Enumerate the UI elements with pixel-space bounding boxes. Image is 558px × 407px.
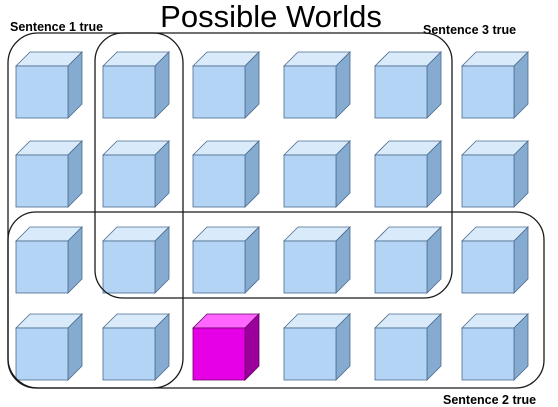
sentence-3-region [94,32,453,299]
world-cube [192,51,260,119]
world-cube [374,226,442,294]
world-cube [374,313,442,381]
highlighted-world-cube [192,313,260,381]
world-cube [374,51,442,119]
world-cube [15,51,83,119]
sentence-2-label: Sentence 2 true [443,393,536,407]
cube-front-face [102,240,156,294]
cube-front-face [461,65,515,119]
world-cube [15,226,83,294]
cube-front-face [461,154,515,208]
sentence-3-label: Sentence 3 true [423,23,516,37]
sentence-2-region [7,211,545,389]
cube-front-face [374,65,428,119]
cube-front-face [461,240,515,294]
cube-front-face [102,154,156,208]
world-cubes [15,51,529,381]
cube-front-face [283,65,337,119]
world-cube [283,140,351,208]
cube-front-face [192,327,246,381]
cube-front-face [15,327,69,381]
world-cube [102,140,170,208]
cube-front-face [374,240,428,294]
cube-front-face [15,65,69,119]
world-cube [102,51,170,119]
cube-front-face [192,240,246,294]
world-cube [283,226,351,294]
world-cube [102,313,170,381]
world-cube [461,313,529,381]
world-cube [461,51,529,119]
cube-front-face [283,240,337,294]
cube-front-face [283,154,337,208]
world-cube [15,140,83,208]
world-cube [283,51,351,119]
cube-front-face [192,154,246,208]
cube-front-face [283,327,337,381]
cube-front-face [15,154,69,208]
world-cube [192,226,260,294]
cube-front-face [102,327,156,381]
cube-front-face [461,327,515,381]
world-cube [15,313,83,381]
cube-front-face [192,65,246,119]
world-cube [461,140,529,208]
cube-front-face [374,327,428,381]
world-cube [374,140,442,208]
cube-front-face [15,240,69,294]
world-cube [192,140,260,208]
sentence-1-label: Sentence 1 true [10,20,103,34]
world-cube [461,226,529,294]
page-title: Possible Worlds [160,0,382,34]
cube-front-face [102,65,156,119]
world-cube [283,313,351,381]
cube-front-face [374,154,428,208]
world-cube [102,226,170,294]
